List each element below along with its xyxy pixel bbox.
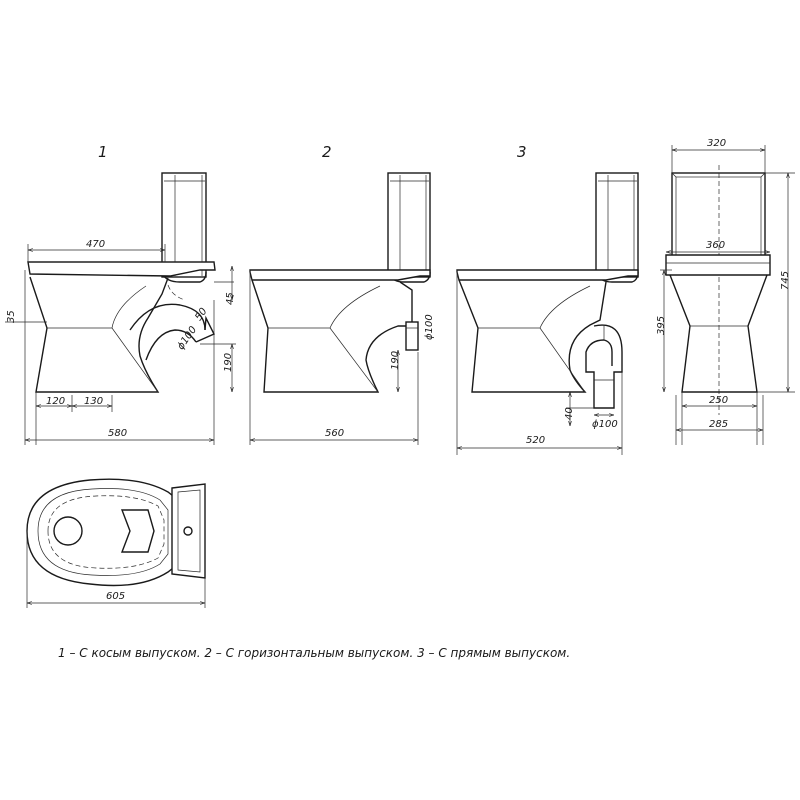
front-rim (665, 254, 771, 276)
view-1-oblique-pipe (129, 303, 206, 361)
plan-drain-hole (53, 516, 83, 546)
view-3-bowl (458, 279, 607, 393)
dim-v3-40: 40 (564, 407, 575, 420)
view-1-oblique-outlet: 1 470 35 ϕ100 50 45 190 (5, 143, 236, 445)
view-2-tank (387, 172, 431, 278)
front-tank (671, 172, 766, 264)
front-bowl (669, 274, 768, 393)
view-2-rim (249, 269, 431, 281)
view-3-tank (595, 172, 639, 278)
front-view: 320 360 745 395 250 285 (656, 138, 795, 445)
caption: 1 – С косым выпуском. 2 – С горизонтальн… (58, 646, 571, 660)
dim-front-360: 360 (706, 240, 725, 251)
dim-plan-605: 605 (106, 591, 125, 602)
dim-front-285: 285 (709, 419, 728, 430)
dim-v1-120: 120 (46, 396, 65, 407)
dim-front-320: 320 (707, 138, 726, 149)
view-1-bowl (29, 276, 169, 393)
dim-v1-length: 470 (86, 239, 105, 250)
view-3-number: 3 (517, 143, 527, 161)
dim-v1-45: 45 (225, 292, 236, 305)
view-2-number: 2 (322, 143, 332, 161)
dim-front-250: 250 (709, 395, 728, 406)
dim-front-395: 395 (656, 316, 667, 335)
dim-v3-520: 520 (526, 435, 545, 446)
dim-v2-190: 190 (390, 351, 401, 370)
view-1-number: 1 (98, 143, 108, 161)
dim-front-745: 745 (780, 271, 791, 290)
dim-v1-offset: 35 (6, 310, 17, 323)
dim-v2-outlet-dia: ϕ100 (424, 314, 435, 340)
dim-v1-580: 580 (108, 428, 127, 439)
plan-flush-button (183, 526, 193, 536)
plan-bowl-outline (26, 478, 179, 587)
dim-v1-outlet-dia: ϕ100 (175, 325, 199, 352)
view-1-tank (161, 172, 207, 278)
view-2-bowl (251, 279, 413, 393)
view-3-rim (456, 269, 639, 281)
view-2-horizontal-outlet: 2 ϕ100 190 560 (249, 143, 435, 445)
dim-v1-190: 190 (223, 353, 234, 372)
view-3-vertical-pipe (585, 324, 623, 409)
dim-v2-560: 560 (325, 428, 344, 439)
view-3-vertical-outlet: 3 40 ϕ100 520 (456, 143, 639, 455)
view-2-horizontal-pipe (405, 321, 419, 351)
dim-v3-outlet-dia: ϕ100 (592, 419, 618, 430)
plan-view: 605 (26, 478, 206, 608)
dim-v1-130: 130 (84, 396, 103, 407)
